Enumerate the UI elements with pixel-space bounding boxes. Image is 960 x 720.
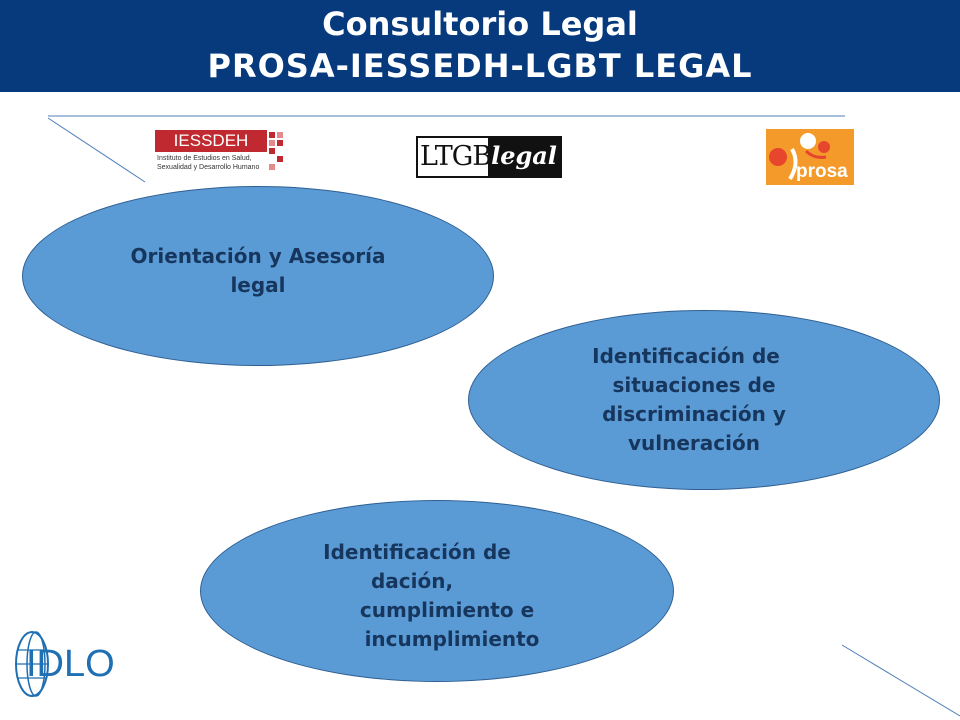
iessdeh-logo-squares (269, 132, 289, 176)
ltgb-logo-part1: LTGB (420, 141, 492, 172)
idlo-logo-name: IDLO (26, 643, 115, 685)
ellipse-orientacion-asesoria: Orientación y Asesoría legal (22, 186, 494, 366)
diagonal-line-bottom-right (841, 644, 960, 717)
iessdeh-logo: IESSDEH Instituto de Estudios en Salud, … (155, 130, 290, 180)
prosa-logo: prosa (766, 129, 854, 185)
ellipse-identificacion-discriminacion: Identificación de situaciones de discrim… (468, 310, 940, 490)
ltgb-logo-part2: legal (488, 138, 560, 176)
ellipse-3-line-3: cumplimiento e (359, 598, 535, 622)
ellipse-2-line-3: discriminación y (602, 402, 786, 426)
ellipse-3-line-4: incumplimiento (364, 627, 540, 651)
ellipse-2-text: Identificación de situaciones de discrim… (592, 342, 786, 458)
ltgb-legal-logo: LTGB legal (416, 136, 562, 178)
ellipse-2-line-2: situaciones de (612, 373, 776, 397)
ellipse-3-text: Identificación de dación, cumplimiento e… (323, 538, 540, 654)
prosa-logo-name: prosa (796, 161, 848, 182)
iessdeh-logo-name: IESSDEH (173, 131, 249, 150)
prosa-logo-figures (769, 133, 830, 181)
idlo-logo: IDLO (10, 628, 120, 700)
ellipse-3-line-1: Identificación de (323, 540, 511, 564)
header-bar: Consultorio Legal PROSA-IESSEDH-LGBT LEG… (0, 0, 960, 92)
ellipse-identificacion-dacion: Identificación de dación, cumplimiento e… (200, 500, 674, 682)
ellipse-1-text: Orientación y Asesoría legal (130, 242, 385, 300)
ellipse-3-line-2: dación, (370, 569, 454, 593)
iessdeh-logo-subtitle-1: Instituto de Estudios en Salud, (157, 155, 252, 162)
ellipse-2-line-1: Identificación de (592, 344, 780, 368)
ellipse-1-line-2: legal (230, 273, 286, 297)
title-line-2: PROSA-IESSEDH-LGBT LEGAL (207, 47, 753, 85)
globe-icon (15, 631, 49, 697)
iessdeh-logo-subtitle-2: Sexualidad y Desarrollo Humano (157, 164, 260, 171)
iessdeh-logo-banner (155, 130, 267, 152)
ellipse-1-line-1: Orientación y Asesoría (130, 244, 386, 268)
title-line-1: Consultorio Legal (322, 5, 638, 43)
ellipse-2-line-4: vulneración (628, 431, 760, 455)
diagonal-line-top-left (47, 117, 146, 183)
